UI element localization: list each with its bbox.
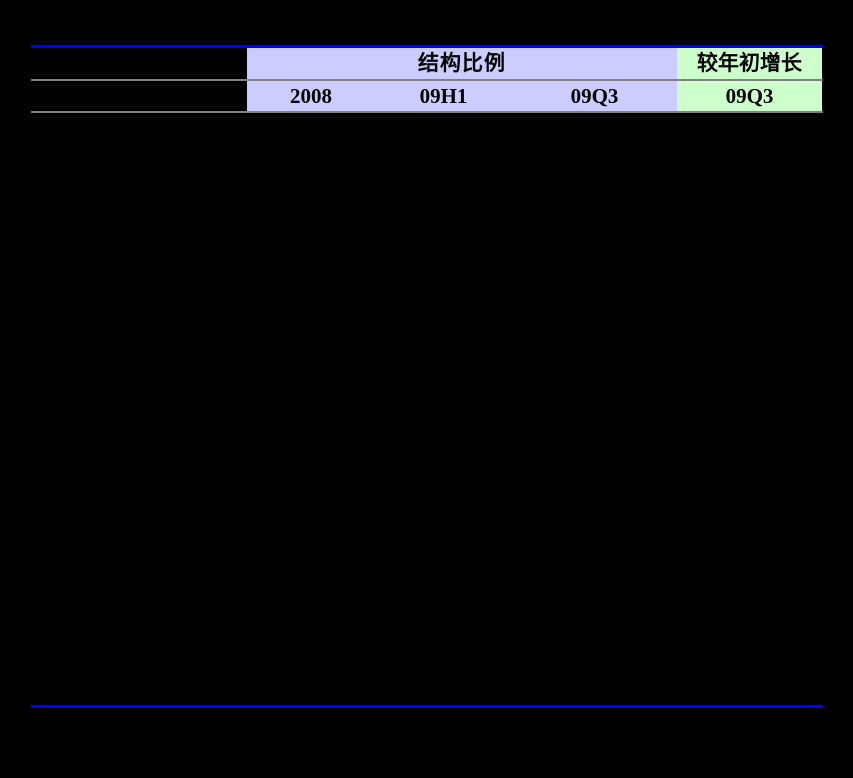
header-group-ytd-growth: 较年初增长 bbox=[677, 48, 822, 79]
table-bottom-rule bbox=[31, 705, 823, 708]
column-header-2008: 2008 bbox=[247, 81, 375, 111]
row-label-column-subheader bbox=[31, 81, 247, 111]
header-group-structure-ratio: 结构比例 bbox=[247, 48, 677, 79]
table-header: 结构比例 较年初增长 2008 09H1 09Q3 09Q3 bbox=[31, 48, 823, 113]
row-label-column-header bbox=[31, 48, 247, 79]
header-row-divider bbox=[31, 79, 823, 81]
header-column-row: 2008 09H1 09Q3 09Q3 bbox=[31, 81, 823, 111]
header-group-row: 结构比例 较年初增长 bbox=[31, 48, 823, 79]
column-header-09q3-growth: 09Q3 bbox=[677, 81, 822, 111]
table-top-rule bbox=[31, 45, 823, 48]
column-header-09h1: 09H1 bbox=[375, 81, 512, 111]
header-bottom-rule bbox=[31, 111, 823, 113]
column-header-09q3-structure: 09Q3 bbox=[512, 81, 677, 111]
